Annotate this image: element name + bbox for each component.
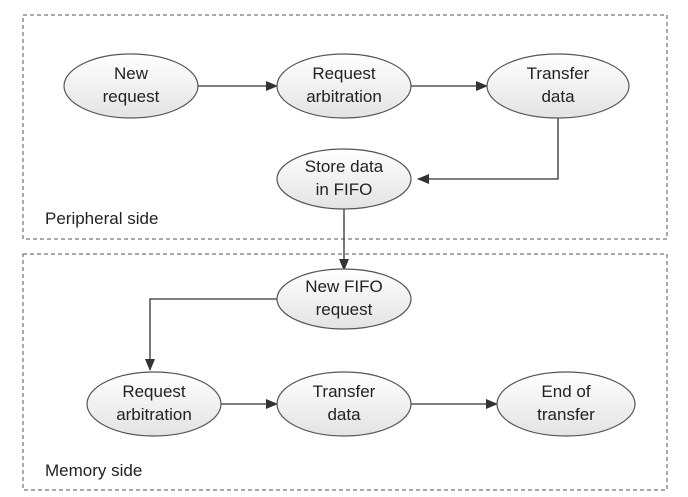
node-transfer-data-bottom: Transfer data [276,371,412,437]
node-request-arbitration-top: Request arbitration [276,53,412,119]
node-store-data-fifo-line1: Store data [305,157,384,176]
node-end-of-transfer: End of transfer [496,371,636,437]
node-request-arbitration-bottom-line1: Request [122,382,186,401]
node-end-of-transfer-line1: End of [541,382,590,401]
edge-transfer-to-store-fifo [417,118,559,184]
node-transfer-data-top-line1: Transfer [527,64,590,83]
node-transfer-data-bottom-line1: Transfer [313,382,376,401]
node-store-data-fifo: Store data in FIFO [276,148,412,210]
node-new-request-line1: New [114,64,149,83]
node-new-fifo-request-line1: New FIFO [305,277,382,296]
node-transfer-data-top: Transfer data [486,53,630,119]
peripheral-region-label: Peripheral side [45,209,158,228]
memory-region-box [22,253,668,491]
peripheral-region-box [22,14,668,240]
edge-new-fifo-request-to-arbitration [145,298,277,371]
node-request-arbitration-bottom: Request arbitration [86,371,222,437]
node-store-data-fifo-line2: in FIFO [316,180,373,199]
node-new-fifo-request: New FIFO request [276,268,412,330]
node-transfer-data-bottom-line2: data [327,405,361,424]
memory-region-label: Memory side [45,461,142,480]
node-new-request-line2: request [103,87,160,106]
node-request-arbitration-bottom-line2: arbitration [116,405,192,424]
node-request-arbitration-top-line1: Request [312,64,376,83]
node-transfer-data-top-line2: data [541,87,575,106]
node-new-fifo-request-line2: request [316,300,373,319]
node-request-arbitration-top-line2: arbitration [306,87,382,106]
node-end-of-transfer-line2: transfer [537,405,595,424]
node-new-request: New request [63,53,199,119]
